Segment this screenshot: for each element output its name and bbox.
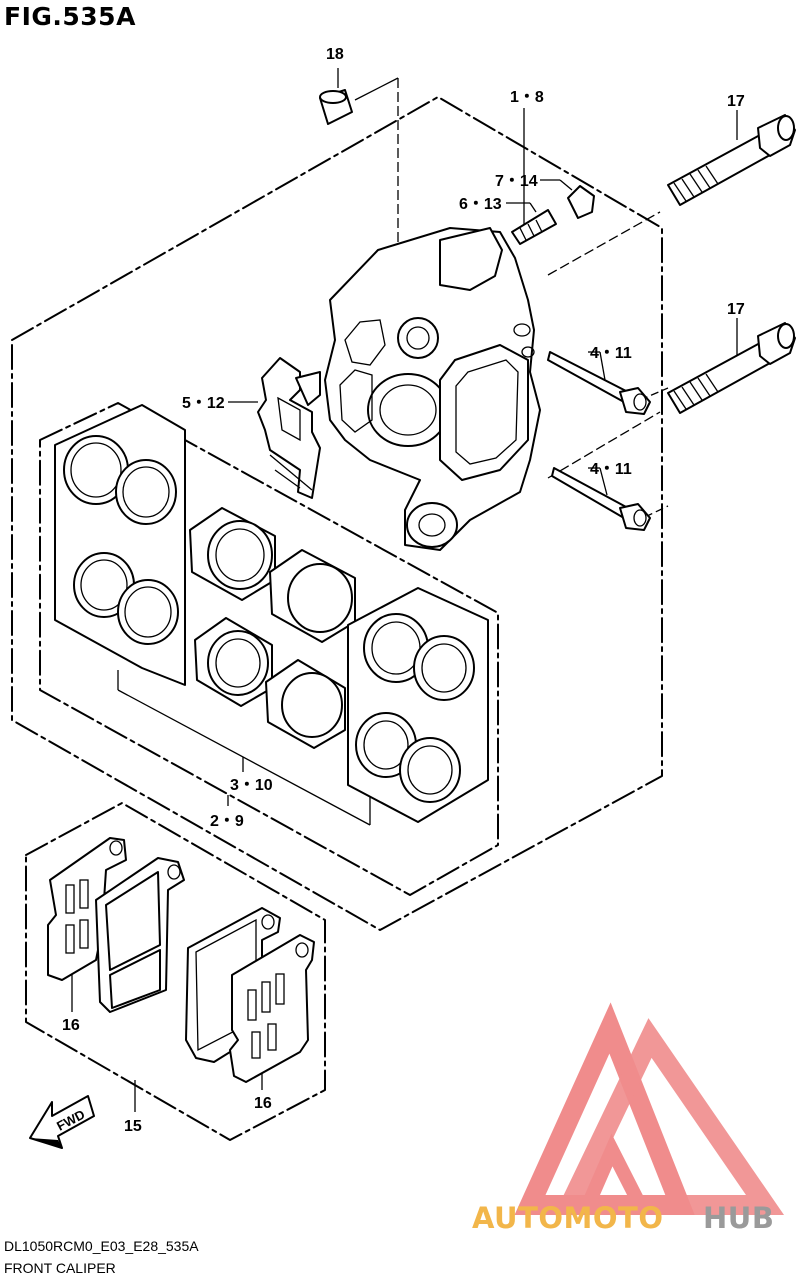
part-1-caliper-body: [324, 227, 541, 551]
callout-1-8: 1・8: [510, 89, 544, 106]
callout-7-14: 7・14: [495, 173, 538, 190]
callout-18: 18: [326, 46, 344, 63]
part-3-seal-plate-right: [347, 587, 489, 823]
figure-name: FRONT CALIPER: [4, 1260, 116, 1276]
callout-2-9: 2・9: [210, 813, 244, 830]
callout-17-top: 17: [727, 93, 745, 110]
automotohub-logo-icon: [514, 1002, 785, 1215]
fwd-arrow-icon: FWD: [29, 1095, 95, 1149]
figure-code: DL1050RCM0_E03_E28_535A: [4, 1238, 199, 1254]
callout-16-right: 16: [254, 1095, 272, 1112]
part-17-bolt-upper: [667, 114, 796, 206]
callout-3-10: 3・10: [230, 777, 273, 794]
part-5-pad-spring: [257, 357, 321, 499]
part-4-slide-pin-lower: [551, 467, 651, 531]
part-7-bleeder-cap: [567, 185, 595, 219]
part-18-cap: [319, 89, 353, 125]
callout-17-bottom: 17: [727, 301, 745, 318]
callout-4-11-top: 4・11: [590, 345, 632, 362]
callout-4-11-bottom: 4・11: [590, 461, 632, 478]
part-2-pistons: [189, 507, 356, 749]
figure-title: FIG.535A: [4, 2, 136, 31]
callout-5-12: 5・12: [182, 395, 225, 412]
part-3-seal-plate-left: [54, 404, 186, 686]
piston-seal-boundary: [39, 402, 499, 896]
part-15-pad-left: [95, 857, 185, 1013]
part-17-bolt-lower: [667, 322, 796, 414]
watermark-text-hub: HUB: [703, 1201, 774, 1235]
part-16-shim-right: [229, 934, 315, 1083]
part-6-bleeder-valve: [511, 209, 557, 245]
watermark-text-automoto: AUTOMOTO: [472, 1201, 663, 1235]
callout-16-left: 16: [62, 1017, 80, 1034]
callout-15: 15: [124, 1118, 142, 1135]
caliper-assembly-boundary: [11, 96, 663, 931]
brake-pad-boundary: [25, 802, 326, 1141]
callout-6-13: 6・13: [459, 196, 502, 213]
part-4-slide-pin-upper: [547, 351, 651, 415]
